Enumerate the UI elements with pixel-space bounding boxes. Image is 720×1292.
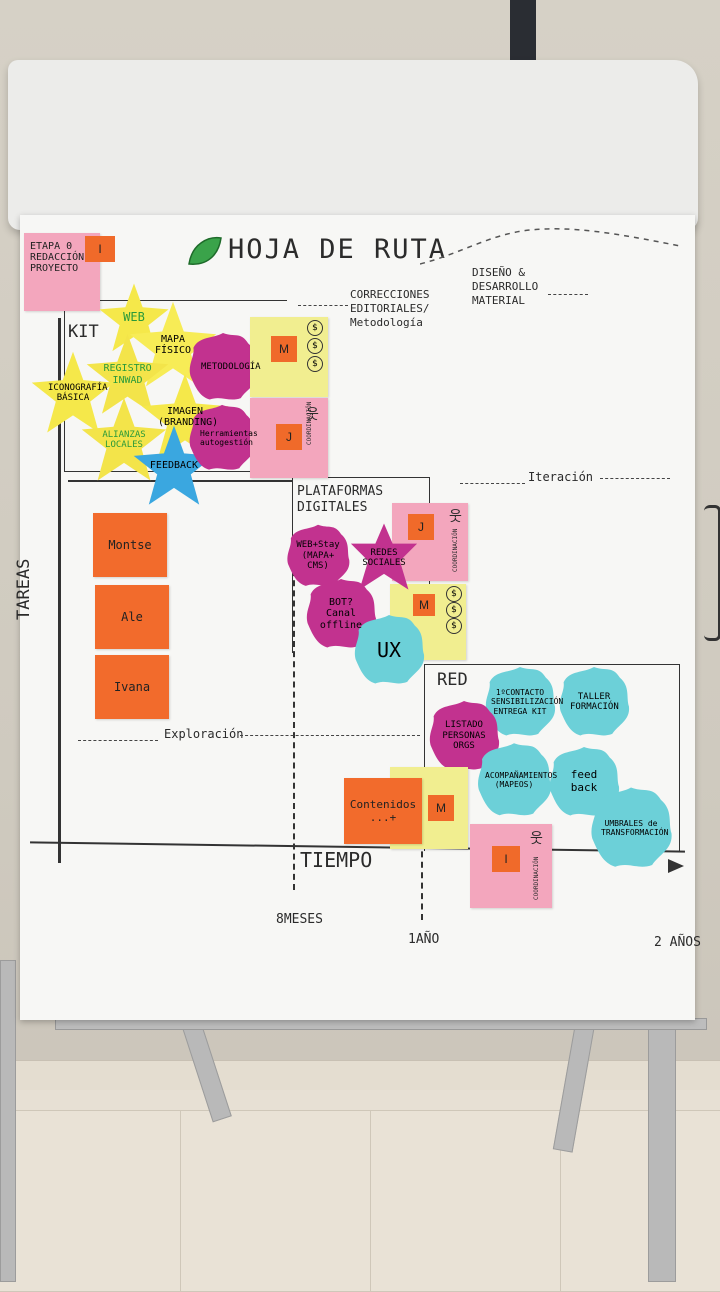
arrow-right-icon [668, 859, 684, 873]
red-box [424, 664, 680, 851]
star-web: WEB [98, 282, 170, 354]
easel-handle [704, 505, 720, 641]
chart-title: HOJA DE RUTA [228, 234, 448, 265]
leaf-icon [188, 236, 222, 265]
person-icon: 웃 [449, 509, 462, 525]
plat-tag-m: M [413, 594, 435, 616]
dash-line [298, 305, 348, 306]
coin-icon: $ [307, 338, 323, 354]
decorative-wave [420, 228, 681, 265]
star-registro: REGISTRO INWAD [85, 332, 170, 417]
star-feedback: FEEDBACK [132, 424, 216, 508]
correcciones-note: CORRECCIONES EDITORIALES/ Metodología [350, 288, 430, 329]
plataformas-label: PLATAFORMAS DIGITALES [297, 484, 384, 515]
blob-metodologia: METODOLOGÍA [186, 330, 261, 404]
coin-icon: $ [307, 320, 323, 336]
red-tag-i: I [492, 846, 520, 872]
floor [0, 1090, 720, 1292]
kit-label: KIT [68, 322, 99, 342]
blob-acompanamientos: ACOMPAÑAMIENTOS (MAPEOS) [474, 740, 557, 820]
plat-tag-j: J [408, 514, 434, 540]
red-label: RED [437, 670, 468, 690]
blob-herramientas: Herramientas autogestión [186, 402, 258, 474]
coin-icon: $ [446, 586, 462, 602]
rolled-page [8, 60, 698, 230]
blob-listado: LISTADO PERSONAS ORGS [424, 698, 504, 774]
blob-umbrales: UMBRALES de TRANSFORMACIÓN [586, 784, 676, 872]
star-alianzas: ALIANZAS LOCALES [80, 396, 168, 484]
easel-leg [648, 1000, 676, 1282]
diseno-note: DISEÑO & DESARROLLO MATERIAL [472, 266, 539, 307]
blob-redes-sociales: REDES SOCIALES [340, 522, 428, 594]
dash-line [78, 740, 158, 741]
person-icon: 웃 [530, 831, 543, 847]
star-iconografia: ICONOGRAFÍA BÁSICA [30, 350, 116, 436]
etapa-text: ETAPA 0 REDACCIÓN PROYECTO [30, 241, 85, 274]
tick-8meses: 8MESES [276, 912, 323, 927]
dash-line [240, 735, 420, 736]
star-mapa-fisico: MAPA FÍSICO [128, 300, 218, 390]
etapa-sticky: ETAPA 0 REDACCIÓN PROYECTO [24, 233, 100, 311]
coin-icon: $ [446, 618, 462, 634]
kit-tag-m: M [271, 336, 297, 362]
coin-icon: $ [446, 602, 462, 618]
blob-web-stay: WEB+Stay (MAPA+ CMS) [278, 522, 358, 590]
contenidos-tag: M [428, 795, 454, 821]
etapa-tag: I [85, 236, 115, 262]
team-sticky-ale: Ale [95, 585, 169, 649]
dash-line [460, 483, 525, 484]
dash-line [548, 294, 588, 295]
coordinacion-note: COORDINACIÓN [533, 856, 540, 900]
team-sticky-ivana: Ivana [95, 655, 169, 719]
person-icon: 웃 [306, 407, 319, 423]
blob-ux: UX [348, 612, 430, 688]
blob-bot: BOT? Canal offline [298, 576, 384, 652]
coin-icon: $ [307, 356, 323, 372]
tick-1anio: 1AÑO [408, 932, 440, 947]
kit-tag-j: J [276, 424, 302, 450]
contenidos-sticky: Contenidos ...+ [344, 778, 422, 844]
coordinacion-note: COORDINACIÓN [452, 528, 459, 572]
star-imagen: IMAGEN (BRANDING) [140, 372, 230, 462]
blob-taller: TALLER FORMACIÓN [556, 664, 632, 740]
marker-1anio [421, 820, 423, 920]
y-axis [58, 318, 61, 863]
door-frame [510, 0, 536, 70]
y-axis-label: TAREAS [14, 558, 34, 620]
marker-8meses [293, 560, 295, 890]
easel-leg [0, 960, 16, 1282]
team-sticky-montse: Montse [93, 513, 167, 577]
tick-2anios: 2 AÑOS [654, 935, 701, 950]
x-axis-label: TIEMPO [300, 848, 373, 872]
iteracion-note: Iteración [528, 470, 594, 484]
coordinacion-note: COORDINACIÓN [306, 401, 313, 445]
exploracion-note: Exploración [164, 727, 244, 741]
dash-line [600, 478, 670, 479]
blob-contacto: 1ºCONTACTO SENSIBILIZACIÓN ENTREGA KIT [478, 664, 563, 740]
